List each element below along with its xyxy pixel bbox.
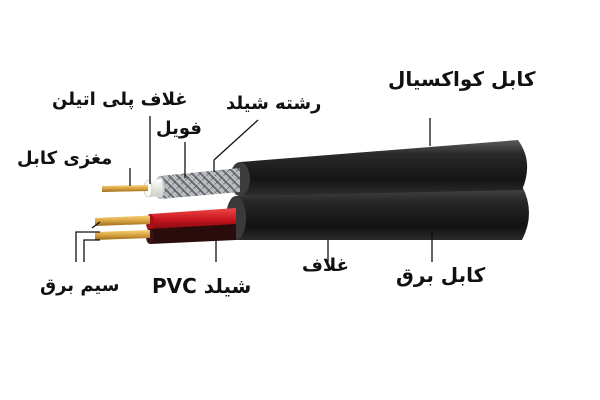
label-power-wire: سیم برق	[40, 275, 120, 296]
label-coaxial-cable: کابل کواکسیال	[388, 67, 536, 91]
label-pvc-shield: شیلد PVC	[152, 274, 252, 298]
label-pe-sheath: غلاف پلی اتیلن	[52, 89, 188, 110]
power-wires	[95, 208, 236, 244]
coax-internals	[102, 168, 240, 199]
label-sheath: غلاف	[302, 255, 349, 276]
leader-power-wire-c	[91, 221, 101, 229]
leader-power-wire-a	[75, 231, 100, 262]
leader-power-wire-b	[83, 239, 100, 262]
label-foil: فویل	[156, 118, 202, 139]
label-power-cable: کابل برق	[396, 263, 486, 287]
label-shield-strands: رشته شیلد	[226, 93, 322, 114]
leader-lines	[75, 116, 433, 262]
leader-shield-strands	[213, 119, 259, 161]
label-cable-core: مغزی کابل	[17, 148, 113, 169]
coaxial-cable-jacket	[230, 140, 528, 196]
